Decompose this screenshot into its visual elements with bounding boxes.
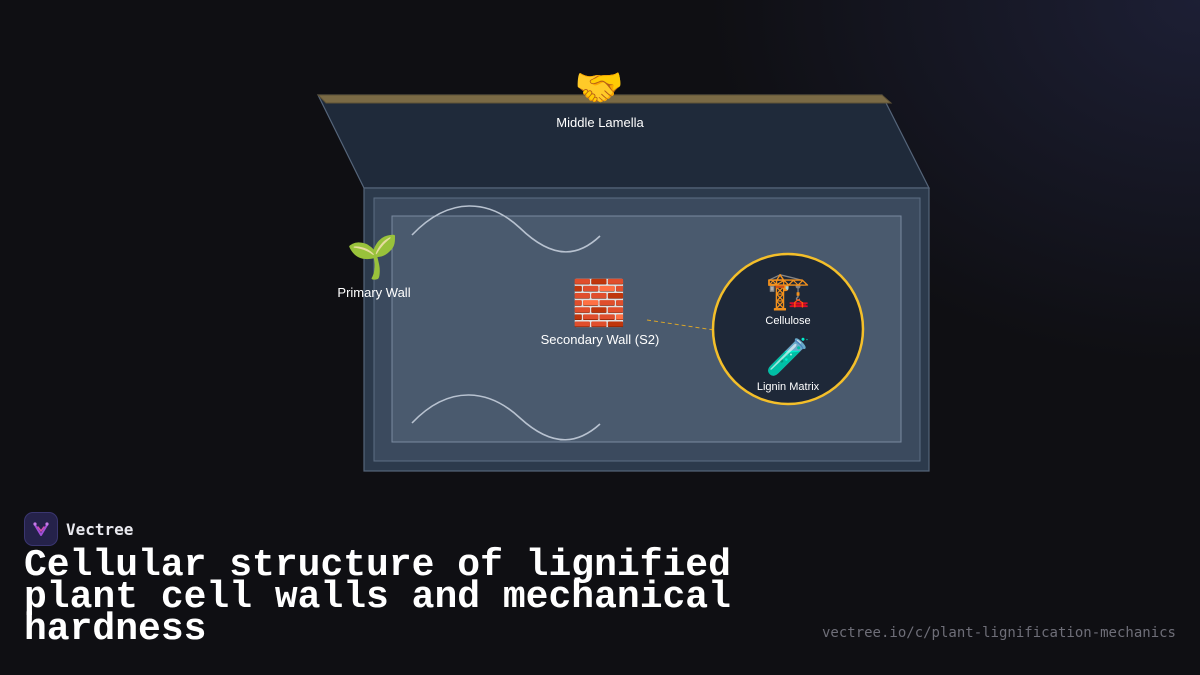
brand: Vectree	[24, 512, 133, 546]
handshake-icon: 🤝	[574, 65, 624, 111]
lignin-matrix-label: Lignin Matrix	[756, 381, 820, 393]
vectree-logo-icon	[24, 512, 58, 546]
bricks-icon: 🧱	[571, 278, 627, 329]
microfibril-wave-bottom	[411, 394, 601, 441]
source-url: vectree.io/c/plant-lignification-mechani…	[821, 625, 1176, 641]
brand-name: Vectree	[66, 519, 134, 539]
middle-lamella-strip	[316, 94, 893, 104]
crane-icon: 🏗️	[765, 271, 811, 312]
middle-lamella-label: Middle Lamella	[556, 115, 644, 130]
test-tube-icon: 🧪	[765, 337, 811, 378]
primary-wall-label: Primary Wall	[337, 285, 411, 300]
cellulose-label: Cellulose	[765, 315, 811, 327]
zoom-connector	[646, 319, 715, 331]
seedling-icon: 🌱	[346, 232, 400, 281]
microfibril-wave-top	[411, 205, 601, 253]
secondary-wall-label: Secondary Wall (S2)	[540, 332, 660, 347]
zoom-circle	[711, 252, 865, 406]
page-title: Cellular structure of lignified plant ce…	[24, 544, 731, 651]
vectree-logo-mark	[33, 522, 49, 536]
